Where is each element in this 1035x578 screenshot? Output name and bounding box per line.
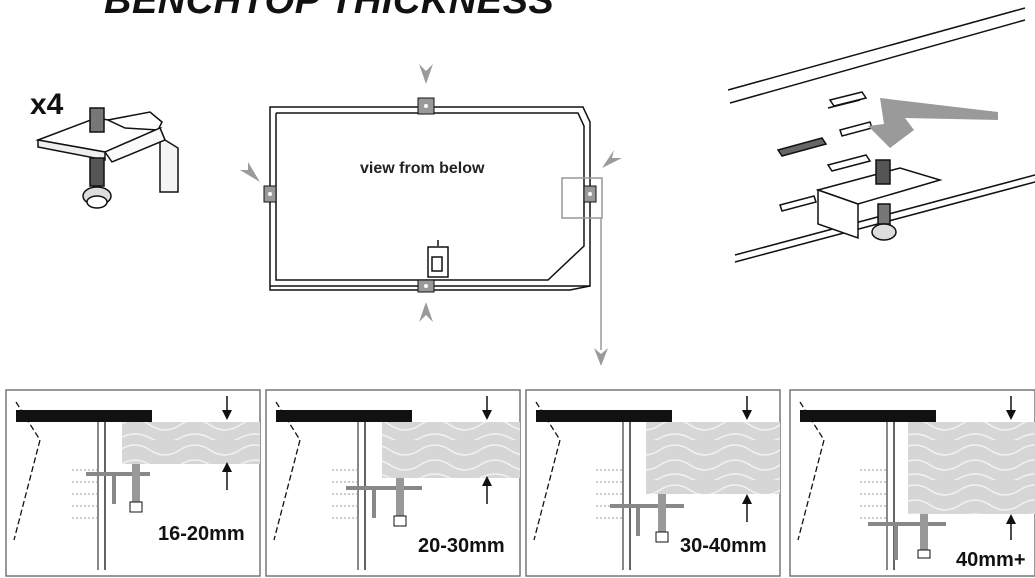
panel-16-20mm: 16-20mm <box>5 389 261 577</box>
page-title: BENCHTOP THICKNESS <box>104 0 555 22</box>
panel-label-30-40mm: 30-40mm <box>680 535 767 557</box>
panel-label-20-30mm: 20-30mm <box>418 535 505 557</box>
panel-20-30mm: 20-30mm <box>265 389 521 577</box>
panel-40mm-plus: 40mm+ <box>789 389 1035 577</box>
hob-view-label: view from below <box>360 160 485 177</box>
quantity-label: x4 <box>30 88 64 121</box>
panel-label-40mm-plus: 40mm+ <box>956 549 1026 571</box>
panel-label-16-20mm: 16-20mm <box>158 523 245 545</box>
panel-30-40mm: 30-40mm <box>525 389 781 577</box>
